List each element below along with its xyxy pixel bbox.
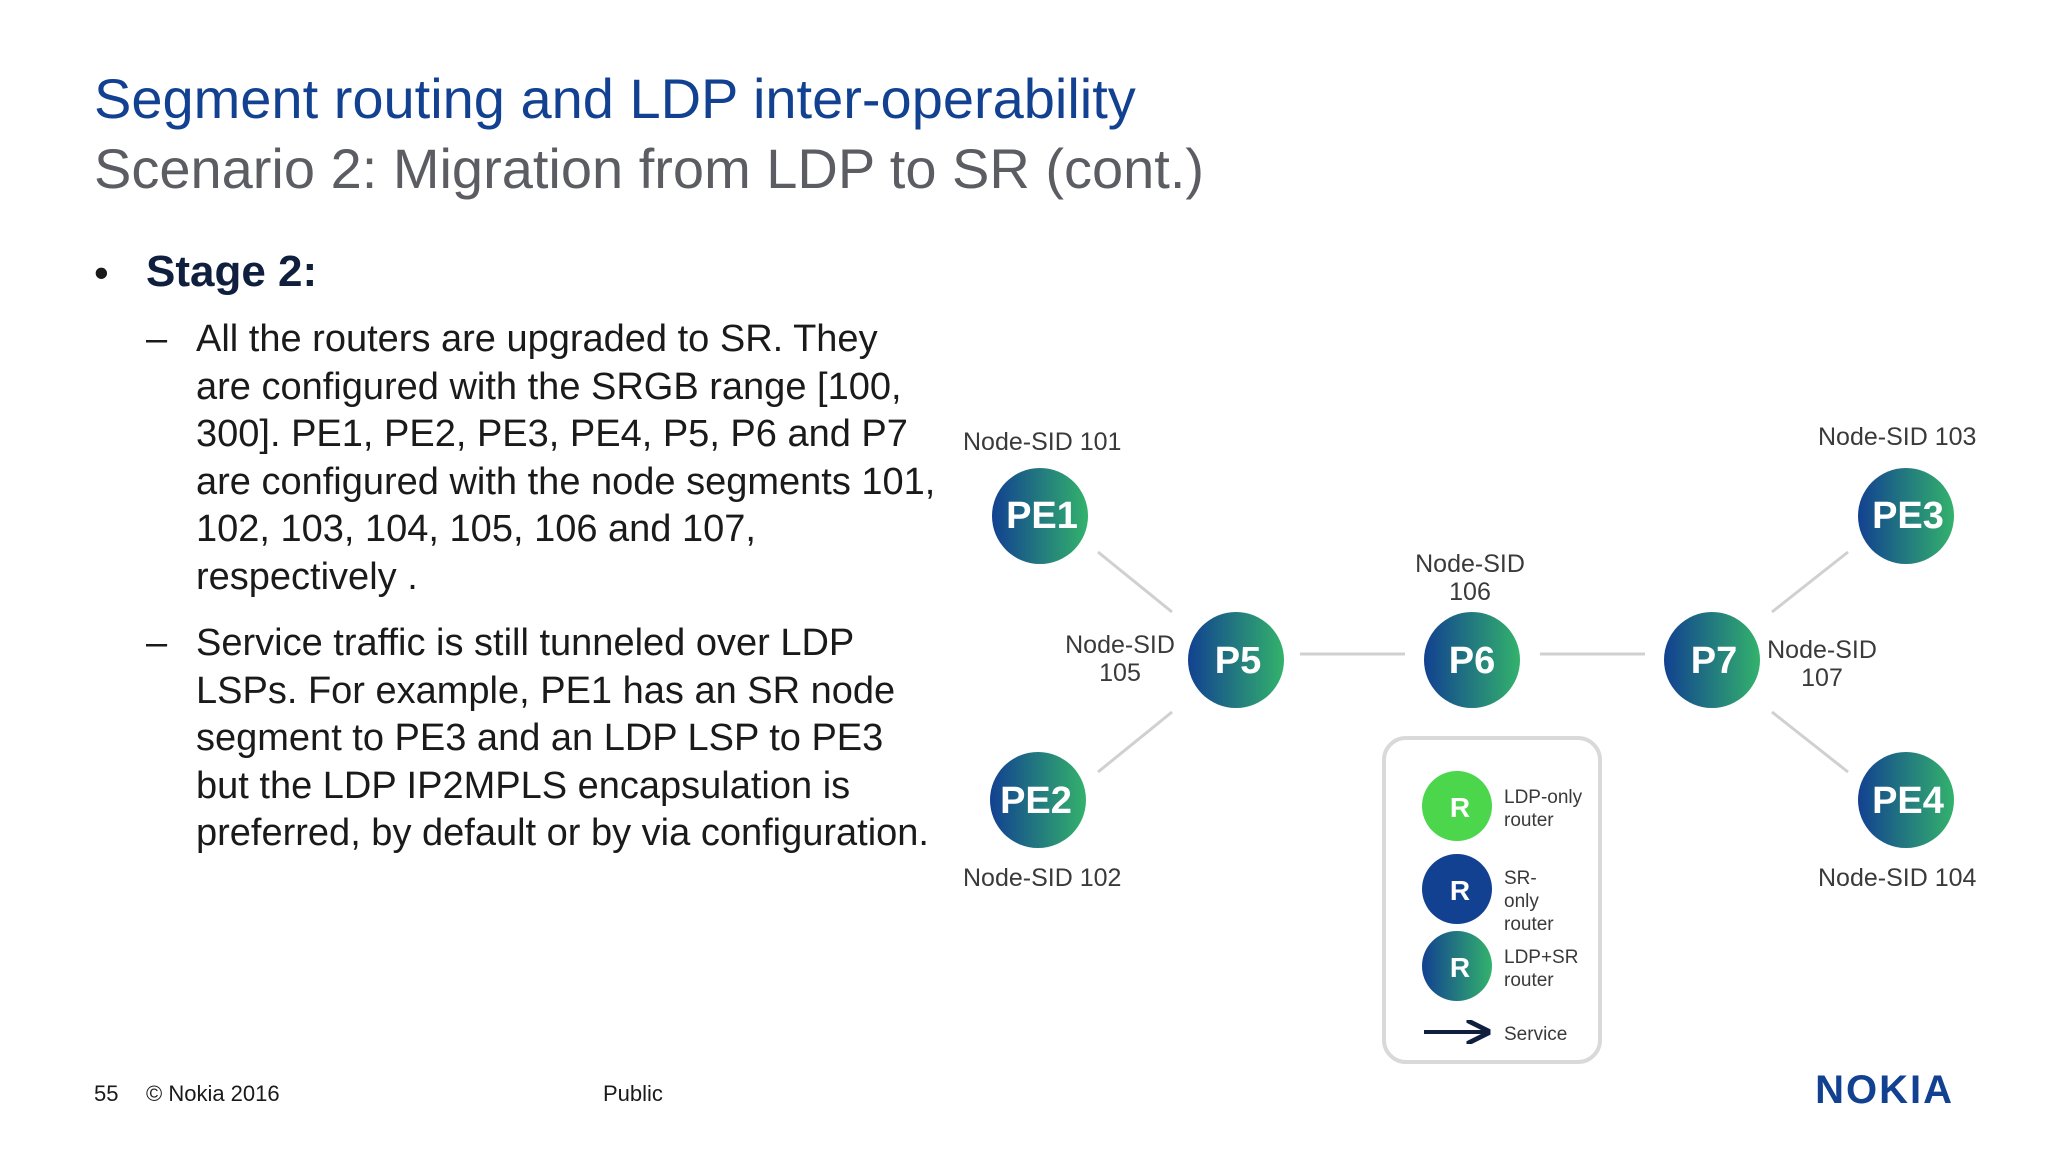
legend-item-service: Service bbox=[1424, 1024, 1567, 1045]
node-sid-label: Node-SID bbox=[1415, 550, 1525, 578]
node-label: PE4 bbox=[1872, 780, 1944, 822]
node-sid-label: Node-SID bbox=[1767, 636, 1877, 664]
legend-label-line: only bbox=[1504, 891, 1539, 912]
node-label: PE1 bbox=[1006, 495, 1078, 537]
nokia-logo: NOKIA bbox=[1815, 1068, 1954, 1112]
node-p6: P6 Node-SID 106 bbox=[1415, 550, 1525, 708]
router-circle bbox=[1858, 752, 1954, 848]
sr-only-router-icon bbox=[1422, 854, 1492, 924]
node-sid-value: 105 bbox=[1099, 659, 1141, 687]
link-p7-pe3 bbox=[1771, 550, 1849, 614]
bullet-marker: • bbox=[94, 249, 109, 296]
router-circle bbox=[1858, 468, 1954, 564]
node-sid-label: Node-SID 102 bbox=[963, 864, 1121, 892]
legend-label-line: router bbox=[1504, 914, 1554, 935]
node-label: P6 bbox=[1449, 640, 1495, 682]
node-label: P5 bbox=[1215, 640, 1261, 682]
legend-label-line: LDP-only bbox=[1504, 787, 1583, 808]
dash-marker: – bbox=[146, 622, 168, 664]
ldp-sr-router-icon bbox=[1422, 931, 1492, 1001]
legend-label-line: Service bbox=[1504, 1024, 1567, 1045]
node-pe3: PE3 Node-SID 103 bbox=[1818, 423, 1976, 564]
node-p7: P7 Node-SID 107 bbox=[1664, 612, 1877, 708]
link-pe1-p5 bbox=[1097, 550, 1173, 614]
node-p5: P5 Node-SID 105 bbox=[1065, 612, 1284, 708]
copyright-text: © Nokia 2016 bbox=[146, 1081, 280, 1106]
node-label: PE2 bbox=[1000, 780, 1072, 822]
legend-symbol: R bbox=[1450, 792, 1470, 823]
router-circle bbox=[1424, 612, 1520, 708]
router-circle bbox=[992, 468, 1088, 564]
dash-marker: – bbox=[146, 318, 168, 360]
router-circle bbox=[990, 752, 1086, 848]
legend-label-line: router bbox=[1504, 970, 1554, 991]
legend-label-line: router bbox=[1504, 810, 1554, 831]
point-upgrade-paragraph: All the routers are upgraded to SR. They… bbox=[196, 318, 936, 598]
node-sid-label: Node-SID bbox=[1065, 631, 1175, 659]
router-circle bbox=[1664, 612, 1760, 708]
legend-label-line: LDP+SR bbox=[1504, 947, 1578, 968]
node-label: PE3 bbox=[1872, 495, 1944, 537]
legend-item-sr-only: R SR- only router bbox=[1422, 854, 1554, 935]
links-layer bbox=[1097, 550, 1849, 774]
slide-subtitle: Scenario 2: Migration from LDP to SR (co… bbox=[94, 137, 1205, 200]
router-circle bbox=[1188, 612, 1284, 708]
node-pe1: PE1 Node-SID 101 bbox=[963, 428, 1121, 564]
node-sid-label: Node-SID 103 bbox=[1818, 423, 1976, 451]
legend-item-ldp-only: R LDP-only router bbox=[1422, 771, 1583, 841]
node-sid-value: 106 bbox=[1449, 578, 1491, 606]
node-sid-label: Node-SID 101 bbox=[963, 428, 1121, 456]
link-p7-pe4 bbox=[1771, 710, 1849, 774]
node-label: P7 bbox=[1691, 640, 1737, 682]
ldp-only-router-icon bbox=[1422, 771, 1492, 841]
stage-heading: Stage 2: bbox=[146, 247, 318, 296]
node-sid-label: Node-SID 104 bbox=[1818, 864, 1977, 892]
point-service-paragraph: Service traffic is still tunneled over L… bbox=[196, 622, 929, 854]
legend-symbol: R bbox=[1450, 952, 1470, 983]
slide-title: Segment routing and LDP inter-operabilit… bbox=[94, 67, 1136, 130]
node-pe2: PE2 Node-SID 102 bbox=[963, 752, 1121, 892]
legend-item-ldp-sr: R LDP+SR router bbox=[1422, 931, 1578, 1001]
classification-label: Public bbox=[603, 1081, 663, 1106]
page-number: 55 bbox=[94, 1081, 119, 1106]
legend-box: R LDP-only router R SR- only router R LD… bbox=[1382, 736, 1602, 1064]
node-pe4: PE4 Node-SID 104 bbox=[1818, 752, 1977, 892]
legend-symbol: R bbox=[1450, 875, 1470, 906]
node-sid-value: 107 bbox=[1801, 664, 1843, 692]
legend-label-line: SR- bbox=[1504, 868, 1537, 889]
link-pe2-p5 bbox=[1097, 710, 1173, 774]
